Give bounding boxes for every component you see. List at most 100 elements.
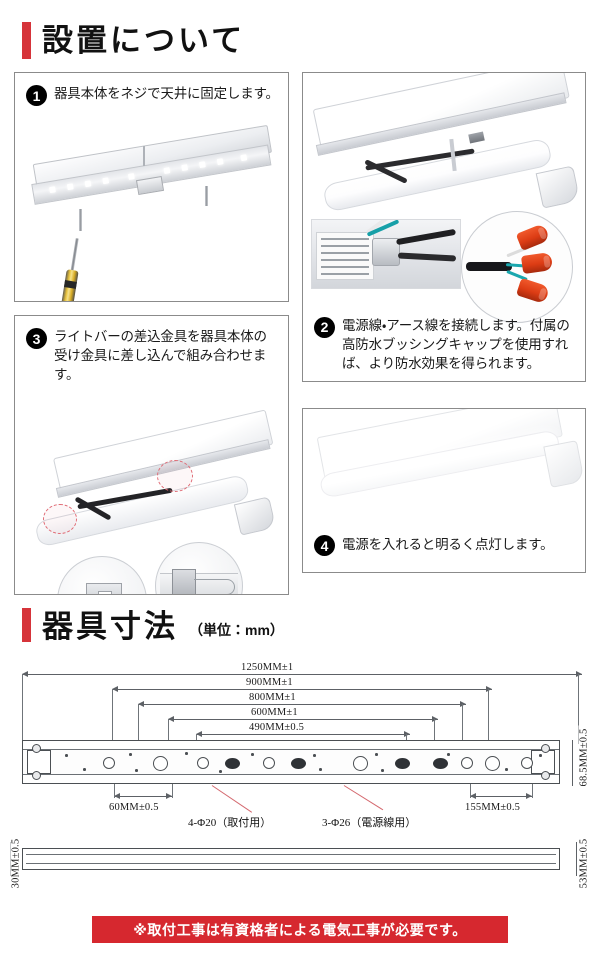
end-screw: [32, 744, 41, 753]
step-1-number: 1: [26, 85, 47, 106]
wire-nut-icon: [515, 223, 551, 251]
step-panel-4: 4 電源を入れると明るく点灯します。: [302, 408, 586, 573]
power-entry-hole: [353, 756, 368, 771]
highlight-circle-icon: [43, 504, 77, 535]
screw-illustration: [205, 186, 208, 206]
extension-line: [462, 704, 463, 744]
receiver-bracket-detail-circle: [57, 556, 147, 594]
step-panel-3: 3 ライトバーの差込金具を器具本体の受け金具に差し込んで組み合わせます。: [14, 315, 289, 595]
dimensions-section-title: 器具寸法: [42, 609, 178, 644]
dimension-label-53: 53MM±0.5: [578, 835, 590, 892]
plan-inner-rail: [23, 774, 559, 775]
install-section-title: 設置について: [42, 23, 246, 58]
knockout-hole: [225, 758, 240, 769]
lens-end-cap: [233, 496, 277, 537]
dimension-label-1250: 1250MM±1: [238, 662, 297, 673]
dimension-label-600: 600MM±1: [248, 707, 301, 718]
step-panel-1: 1 器具本体をネジで天井に固定します。: [14, 72, 289, 302]
power-entry-hole: [485, 756, 500, 771]
step-4-description: 電源を入れると明るく点灯します。: [342, 537, 554, 553]
step-panel-2: 2 電源線・アース線を接続します。付属の高防水ブッシングキャップを使用すれば、よ…: [302, 72, 586, 382]
housing-side-view: [22, 848, 560, 870]
end-screw: [541, 744, 550, 753]
step-4-number: 4: [314, 535, 335, 556]
side-view-line: [26, 863, 556, 864]
wire-nut-icon: [520, 252, 554, 274]
plan-inner-rail: [23, 749, 559, 750]
dimension-label-490: 490MM±0.5: [246, 722, 308, 733]
spec-label-plate: [316, 232, 374, 280]
end-screw: [32, 771, 41, 780]
step-3-number: 3: [26, 328, 47, 349]
step-2-text-row: 2 電源線・アース線を接続します。付属の高防水ブッシングキャップを使用すれば、よ…: [303, 305, 585, 373]
dimension-line-490: [196, 731, 410, 737]
step-3-text-row: 3 ライトバーの差込金具を器具本体の受け金具に差し込んで組み合わせます。: [15, 316, 288, 384]
dimension-line-60: [114, 793, 172, 799]
insert-clip: [172, 569, 196, 594]
fixture-end-cap: [543, 440, 585, 488]
extension-line: [114, 784, 115, 798]
extension-line: [168, 719, 169, 747]
dimension-label-155: 155MM±0.5: [462, 802, 524, 813]
mounting-clip-illustration: [135, 175, 165, 196]
step-1-description: 器具本体をネジで天井に固定します。: [54, 86, 279, 101]
dimension-line-1250: [22, 671, 582, 677]
knockout-hole: [291, 758, 306, 769]
extension-line: [470, 784, 471, 798]
screwdriver-illustration: [60, 238, 81, 301]
vertical-dimension-line-68: [572, 740, 573, 786]
dimension-line-155: [470, 793, 532, 799]
install-section-heading: 設置について: [22, 22, 245, 59]
knockout-hole: [433, 758, 448, 769]
mounting-hole: [153, 756, 168, 771]
power-cable: [395, 228, 457, 246]
power-cable: [397, 252, 457, 262]
mounting-hole: [197, 757, 209, 769]
extension-line: [172, 784, 173, 798]
dimension-label-68: 68.5MM±0.5: [578, 725, 590, 790]
extension-line: [488, 689, 489, 744]
wire-nut-detail-circle: [461, 211, 573, 323]
cable-jacket: [466, 262, 512, 271]
dimension-line-600: [168, 716, 438, 722]
dimension-label-900: 900MM±1: [243, 677, 296, 688]
receiver-bracket: [86, 583, 122, 594]
dimensions-unit-note: （単位：mm）: [189, 622, 284, 638]
step-2-description: 電源線・アース線を接続します。付属の高防水ブッシングキャップを使用すれば、より防…: [342, 317, 570, 371]
extension-line: [578, 674, 579, 744]
red-accent-bar: [22, 22, 31, 59]
insert-bracket-detail-circle: [155, 542, 243, 594]
end-terminal-block: [27, 750, 51, 774]
dimension-label-60: 60MM±0.5: [106, 802, 162, 813]
bracket-slot: [98, 591, 112, 594]
light-bar-lens: [322, 137, 553, 213]
highlight-circle-icon: [157, 460, 193, 493]
dimensions-section-heading: 器具寸法 （単位：mm）: [22, 608, 284, 642]
screwdriver-handle: [60, 269, 79, 301]
callout-leader-line: [211, 785, 253, 813]
wiring-detail-photo: [311, 219, 461, 289]
dimension-label-800: 800MM±1: [246, 692, 299, 703]
screw-illustration: [143, 146, 145, 166]
step-4-text-row: 4 電源を入れると明るく点灯します。: [303, 523, 585, 556]
dimension-line-800: [138, 701, 466, 707]
callout-leader-line: [343, 785, 384, 811]
mounting-hole: [263, 757, 275, 769]
callout-mounting-holes: 4-Φ20（取付用）: [188, 817, 272, 829]
side-view-line: [26, 854, 556, 855]
screw-illustration: [79, 209, 82, 231]
support-bracket: [468, 131, 485, 144]
mounting-hole: [461, 757, 473, 769]
connector-wire: [194, 579, 235, 594]
step-3-description: ライトバーの差込金具を器具本体の受け金具に差し込んで組み合わせます。: [54, 329, 267, 383]
extension-line: [22, 674, 23, 744]
vertical-dimension-line-53: [576, 842, 577, 876]
extension-line: [532, 784, 533, 798]
extension-line: [112, 689, 113, 744]
housing-plan-view: [22, 740, 560, 784]
extension-line: [138, 704, 139, 744]
wire-nut-icon: [515, 277, 551, 305]
step-1-text-row: 1 器具本体をネジで天井に固定します。: [15, 73, 288, 106]
knockout-hole: [395, 758, 410, 769]
red-accent-bar: [22, 608, 31, 642]
